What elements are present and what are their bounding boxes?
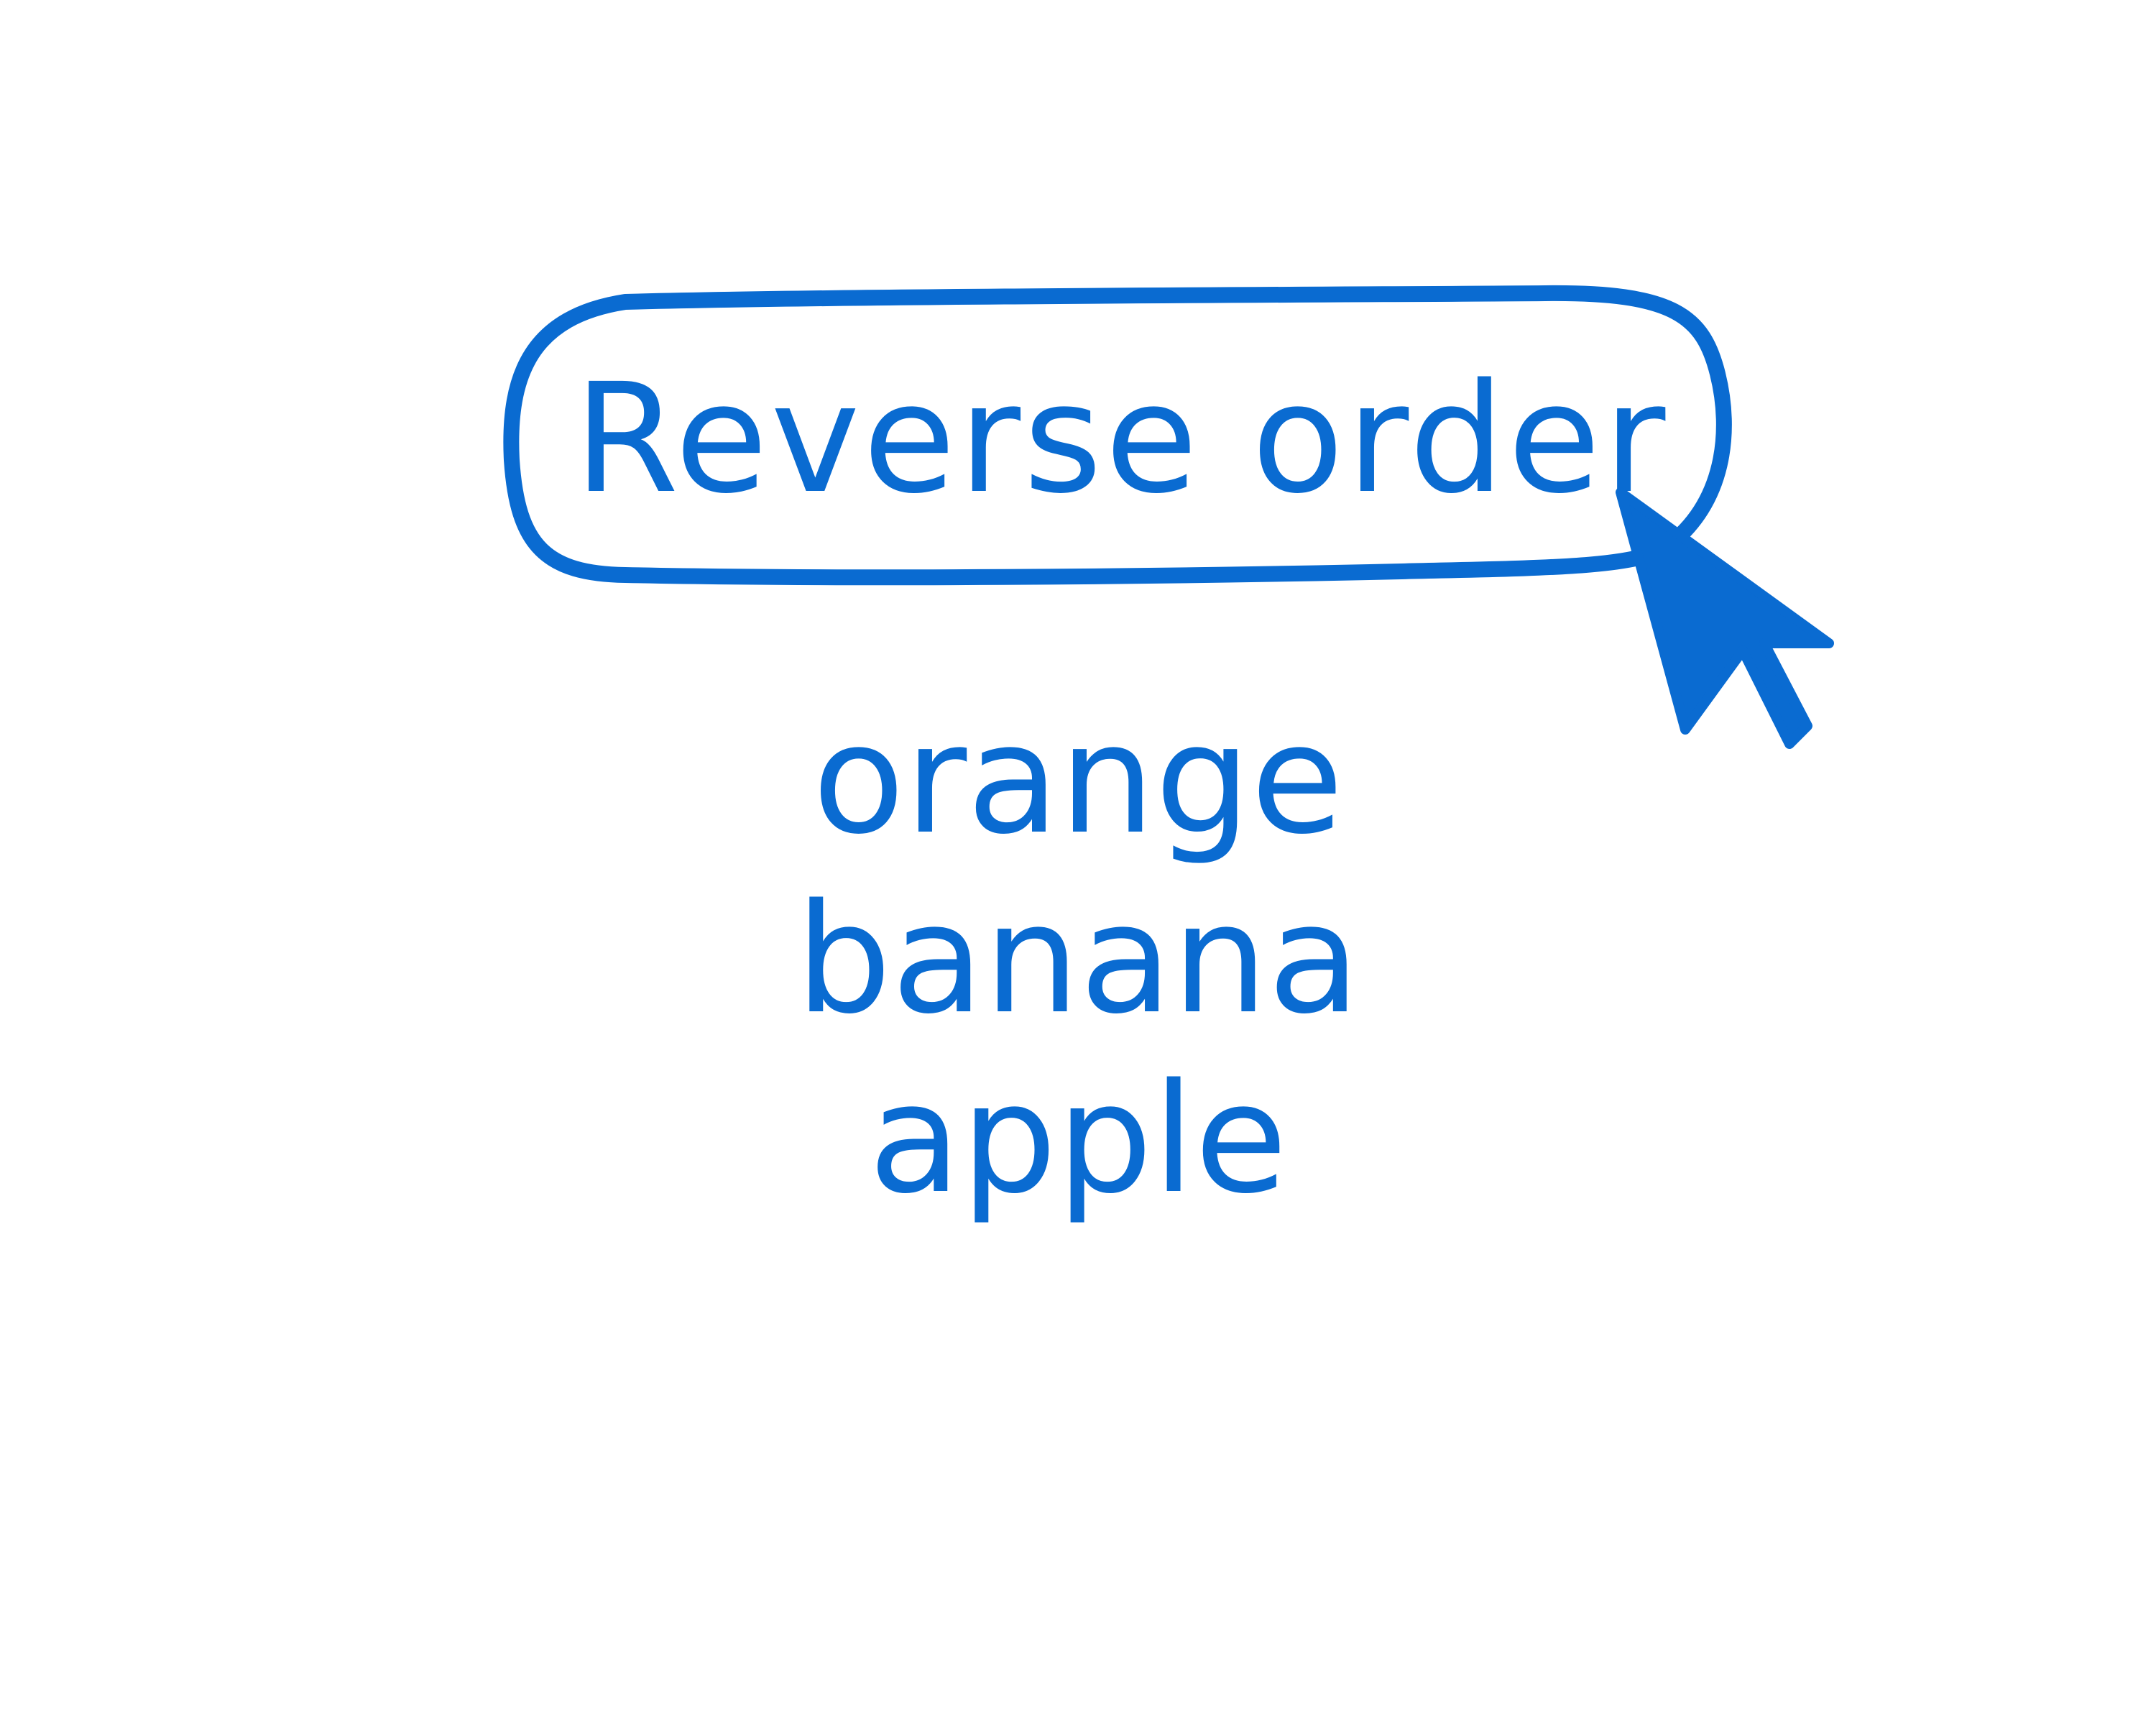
fruit-list: orange banana apple [0, 690, 2156, 1229]
list-item: apple [868, 1051, 1288, 1227]
reverse-order-label: Reverse order [573, 350, 1669, 527]
reverse-order-button[interactable]: Reverse order [503, 295, 1739, 582]
list-item: orange [812, 691, 1344, 868]
list-item: banana [796, 871, 1360, 1047]
